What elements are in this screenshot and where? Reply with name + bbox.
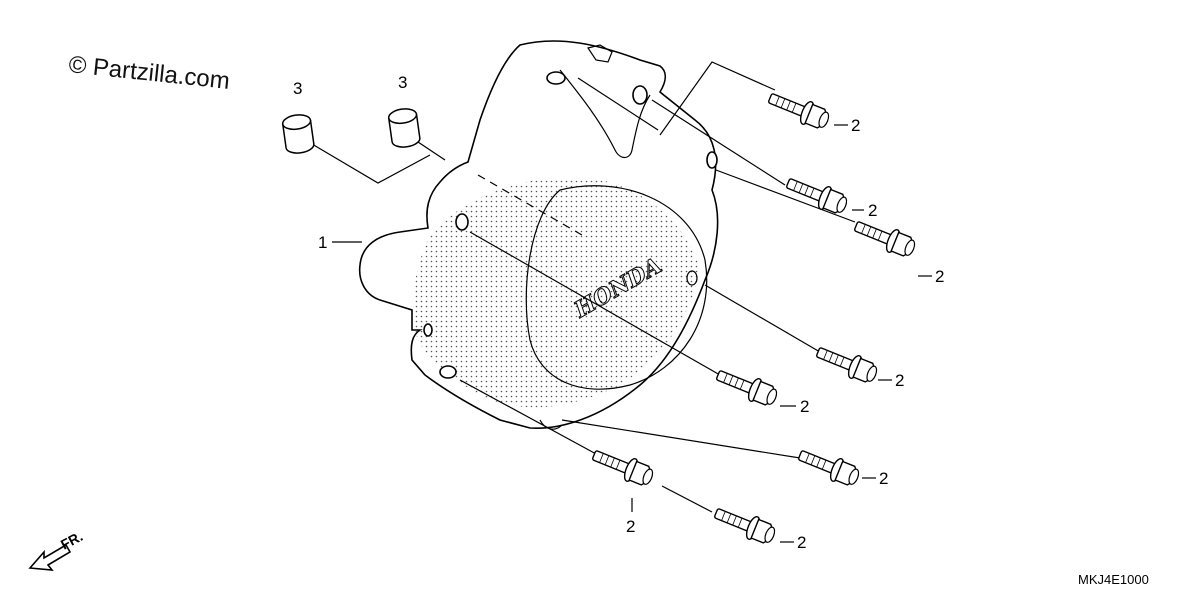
flange-bolt bbox=[710, 501, 779, 549]
callout-bolt: 2 bbox=[797, 533, 806, 552]
flange-bolt bbox=[712, 363, 781, 411]
leader-lines bbox=[311, 61, 856, 513]
flange-bolt bbox=[812, 340, 881, 388]
callout-cover: 1 bbox=[318, 233, 327, 252]
diagram-code: MKJ4E1000 bbox=[1078, 572, 1149, 587]
flange-bolt bbox=[588, 443, 657, 491]
callout-bolt: 2 bbox=[868, 201, 877, 220]
collar-right bbox=[387, 106, 422, 150]
partzilla-watermark: © Partzilla.com bbox=[67, 51, 231, 95]
callout-ticks bbox=[631, 124, 932, 543]
front-arrow-icon bbox=[28, 543, 72, 571]
front-direction-indicator: FR. bbox=[28, 528, 85, 571]
flange-bolt bbox=[782, 171, 851, 219]
callout-bolt: 2 bbox=[895, 371, 904, 390]
left-crankcase-cover: HONDA bbox=[358, 40, 719, 430]
flange-bolt bbox=[794, 443, 863, 491]
callout-bolt: 2 bbox=[879, 469, 888, 488]
callout-collar: 3 bbox=[293, 79, 302, 98]
callout-bolt: 2 bbox=[935, 267, 944, 286]
callout-collar: 3 bbox=[398, 73, 407, 92]
flange-bolt bbox=[850, 214, 919, 262]
callout-bolt: 2 bbox=[800, 397, 809, 416]
callout-bolt: 2 bbox=[851, 116, 860, 135]
flange-bolt bbox=[764, 86, 833, 134]
collar-left bbox=[281, 112, 316, 156]
callout-bolt: 2 bbox=[626, 517, 635, 536]
